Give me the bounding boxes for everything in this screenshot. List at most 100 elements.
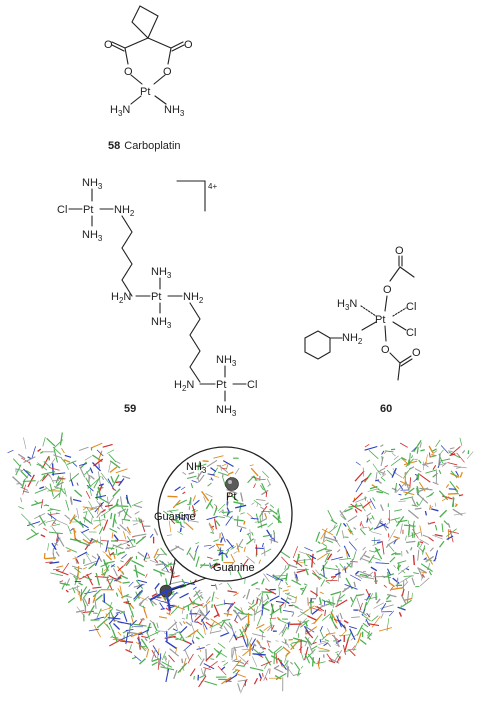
dna-bond-stick — [35, 501, 39, 504]
bond-o-pt-left — [131, 75, 142, 84]
dna-bond-stick — [369, 450, 378, 459]
dna-bond-stick — [366, 619, 370, 626]
dna-bond-stick — [418, 473, 419, 480]
bond-c-oring-left — [125, 48, 128, 64]
dna-bond-stick — [59, 538, 64, 547]
dna-bond-stick — [344, 588, 349, 589]
dna-bond-stick — [420, 442, 421, 447]
dna-bond-stick — [71, 497, 72, 505]
dna-bond-stick — [259, 673, 261, 678]
dna-bond-stick — [426, 455, 428, 463]
dna-bond-stick — [353, 551, 356, 560]
atom-nh3-mid-up: NH3 — [151, 266, 172, 280]
dna-bond-stick — [91, 443, 103, 448]
dna-bond-stick — [150, 534, 153, 538]
dna-bond-stick — [241, 683, 245, 693]
dna-bond-stick — [356, 575, 361, 576]
dna-bond-stick — [278, 516, 279, 523]
dna-bond-stick — [290, 662, 292, 664]
dna-bond-stick — [139, 636, 141, 649]
atom-o-bot-carbonyl: O — [412, 347, 421, 359]
dna-bond-stick — [212, 604, 213, 608]
dna-bond-stick — [136, 642, 147, 649]
butyl-chain-lower — [190, 303, 200, 382]
dna-bond-stick — [349, 531, 352, 532]
atom-nh3-right: NH3 — [164, 104, 185, 118]
dna-bond-stick — [206, 604, 207, 613]
dna-bond-stick — [391, 458, 401, 465]
dna-bond-stick — [351, 617, 360, 618]
dna-bond-stick — [61, 433, 63, 446]
dna-bond-stick — [89, 501, 93, 508]
dna-bond-stick — [116, 612, 120, 613]
dna-bond-stick — [372, 557, 381, 560]
dna-bond-stick — [321, 580, 325, 587]
dna-bond-stick — [108, 497, 114, 505]
dna-bond-stick — [106, 540, 109, 552]
dna-bond-stick — [113, 630, 118, 642]
atom-nh3-top-down: NH3 — [82, 229, 103, 243]
dna-bond-stick — [93, 613, 98, 614]
dna-bond-stick — [68, 526, 71, 535]
dna-bond-stick — [396, 483, 405, 493]
dna-bond-stick — [175, 639, 178, 640]
dna-bond-stick — [147, 649, 149, 658]
dna-bond-stick — [221, 677, 231, 684]
dna-bond-stick — [81, 529, 89, 533]
dna-bond-stick — [349, 542, 357, 551]
dna-bond-stick — [325, 610, 326, 616]
bond-c-o-bot-2 — [401, 359, 412, 366]
dna-bond-stick — [180, 528, 181, 532]
dna-bond-stick — [138, 552, 144, 557]
dna-bond-stick — [64, 488, 66, 496]
dna-bond-stick — [124, 613, 127, 622]
dna-bond-stick — [228, 591, 237, 593]
dna-bond-stick — [127, 545, 130, 547]
dna-bond-stick — [89, 605, 95, 615]
dna-bond-stick — [126, 603, 131, 604]
dna-bond-stick — [287, 586, 291, 587]
atom-o-bot-ester: O — [381, 344, 390, 356]
dna-bond-stick — [147, 627, 151, 628]
dna-bond-stick — [373, 542, 381, 545]
dna-bond-stick — [426, 495, 432, 498]
dna-bond-stick — [407, 591, 408, 603]
bond-o-acetyl-bot — [390, 353, 400, 363]
dna-bond-stick — [384, 452, 386, 454]
dna-bond-stick — [35, 489, 47, 494]
dna-bond-stick — [94, 524, 101, 529]
carbonyl-left-2 — [112, 45, 124, 51]
dna-bond-stick — [331, 592, 342, 595]
dna-bond-stick — [81, 589, 82, 600]
dna-bond-stick — [132, 540, 136, 541]
dna-bond-stick — [169, 655, 175, 662]
bond-acetyl-o-top — [390, 267, 400, 281]
dna-bond-stick — [141, 519, 145, 532]
dna-bond-stick — [318, 542, 320, 544]
dna-bond-stick — [91, 516, 92, 524]
dna-bond-stick — [413, 573, 419, 574]
dna-bond-stick — [367, 513, 371, 516]
dna-bond-stick — [202, 619, 208, 630]
dna-bond-stick — [204, 681, 217, 685]
dna-bond-stick — [337, 550, 340, 553]
dna-bond-stick — [189, 597, 192, 602]
dna-bond-stick — [117, 581, 121, 583]
atom-o-carbonyl-left: O — [104, 39, 113, 51]
dna-bond-stick — [188, 630, 198, 637]
dna-bond-stick — [270, 596, 280, 601]
dna-bond-stick — [52, 473, 65, 475]
dna-bond-stick — [161, 609, 165, 610]
dna-bond-stick — [235, 650, 237, 661]
carbonyl-right-2 — [172, 45, 184, 51]
dna-bond-stick — [331, 520, 337, 524]
dna-bond-stick — [394, 565, 396, 568]
dna-bond-stick — [398, 566, 409, 574]
dna-bond-stick — [324, 601, 325, 605]
dna-bond-stick — [185, 649, 190, 660]
dna-bond-stick — [146, 574, 148, 578]
dna-bond-stick — [336, 523, 341, 536]
dna-bond-stick — [360, 529, 365, 535]
dna-bond-stick — [109, 640, 120, 646]
